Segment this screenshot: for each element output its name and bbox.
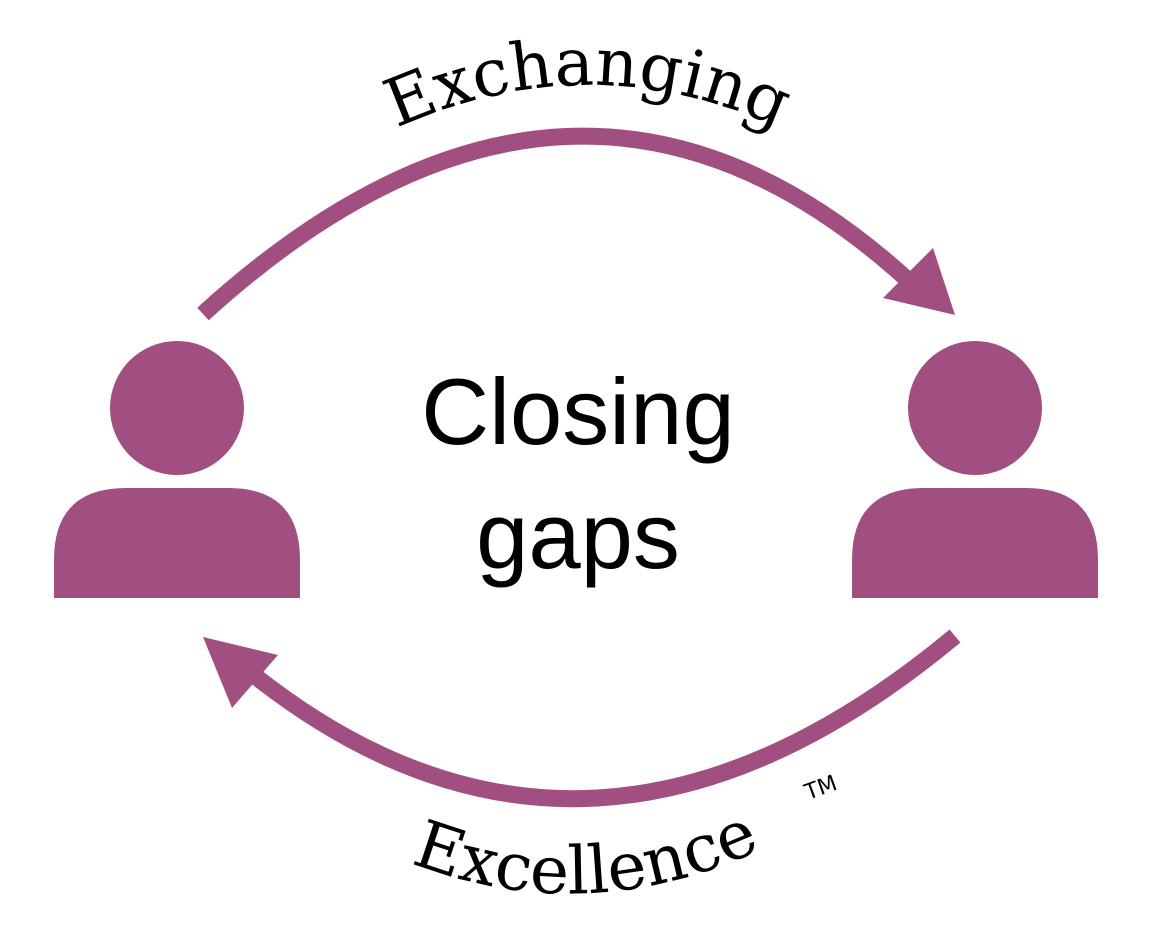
top-arrow-head xyxy=(883,248,955,315)
trademark-symbol: TM xyxy=(801,771,841,806)
center-line-2: gaps xyxy=(476,483,680,588)
top-arrow-shaft xyxy=(197,127,916,321)
bottom-arrow-shaft xyxy=(249,629,961,808)
bottom-arrow-head xyxy=(203,637,278,708)
bottom-label-text: Excellence xyxy=(405,793,767,910)
top-label-text: Exchanging xyxy=(374,24,802,143)
bottom-label: Excellence xyxy=(405,793,767,910)
right-person-head xyxy=(908,341,1042,475)
top-arrow xyxy=(197,127,955,321)
right-person-body xyxy=(852,488,1098,598)
top-label: Exchanging xyxy=(374,24,802,143)
left-person-head xyxy=(110,341,244,475)
center-line-1: Closing xyxy=(421,359,735,464)
right-person-icon xyxy=(852,341,1098,598)
left-person-icon xyxy=(54,341,300,598)
bottom-arrow xyxy=(203,629,961,808)
left-person-body xyxy=(54,488,300,598)
